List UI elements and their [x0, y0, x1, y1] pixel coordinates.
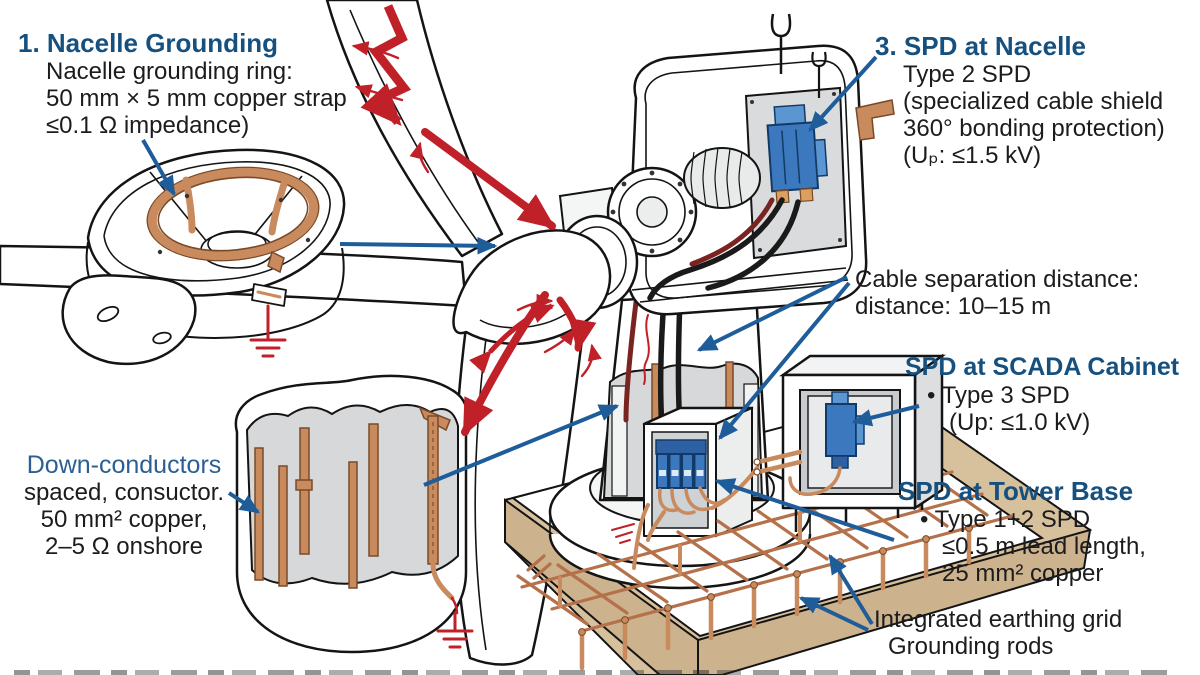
nacelle-cable-red	[689, 197, 775, 267]
arrow-to-scada-spd	[851, 404, 920, 427]
annotation-earthing: Integrated earthing grid Grounding rods	[874, 606, 1122, 660]
annotation-spd-tower-base: SPD at Tower Base • Type 1+2 SPD ≤0.5 m …	[898, 476, 1146, 587]
rotor-blade-up	[325, 0, 504, 258]
annotation-cable-separation: Cable separation distance: distance: 10–…	[855, 266, 1139, 320]
leader-arrows	[141, 55, 920, 632]
down-conductor-strips	[254, 406, 451, 589]
annotation-line: 50 mm² copper,	[40, 506, 208, 533]
annotation-line: Integrated earthing grid	[874, 606, 1123, 633]
annotation-line: Cable separation distance:	[855, 266, 1140, 293]
annotation-line: (specialized cable shield	[903, 88, 1164, 115]
power-cable-red	[623, 299, 639, 423]
tower-section-inset	[234, 374, 474, 654]
annotation-line: Nacelle grounding ring:	[46, 58, 293, 85]
nose-cone-inset	[61, 274, 197, 366]
arrow-to-grounding-rods	[828, 553, 874, 626]
annotation-title: 1. Nacelle Grounding	[18, 28, 279, 58]
annotation-title: SPD at SCADA Cabinet	[905, 353, 1180, 381]
arrow-to-tower-cables	[696, 275, 848, 352]
annotation-line: 360° bonding protection)	[903, 115, 1165, 142]
arrow-inset-to-tower-base	[423, 404, 620, 487]
annotation-line: ≤0.5 m lead length,	[942, 533, 1146, 560]
copper-grounding-ring	[146, 166, 320, 262]
arrow-to-base-spd-from-base-label	[714, 478, 895, 542]
tower-base-spd-cabinet	[611, 406, 759, 544]
annotation-line: spaced, consuctor.	[23, 479, 225, 506]
nacelle-cable	[705, 199, 801, 291]
bonding-bracket	[855, 99, 895, 141]
annotation-line: 25 mm² copper	[942, 560, 1104, 587]
annotation-line: 50 mm × 5 mm copper strap	[46, 85, 347, 112]
annotation-spd-nacelle: 3. SPD at Nacelle Type 2 SPD (specialize…	[875, 31, 1165, 169]
annotation-line: Type 2 SPD	[903, 61, 1032, 88]
spd-type1-2-modules	[656, 453, 707, 489]
ground-mark-tower-base	[611, 523, 635, 544]
arrow-to-earthing-grid	[798, 596, 869, 632]
arrow-to-base-spd-from-cable-label	[718, 281, 851, 440]
arrow-to-grounding-ring	[141, 139, 176, 197]
annotation-title: 3. SPD at Nacelle	[875, 31, 1086, 61]
lightning-strike	[351, 4, 602, 437]
current-arrow-hub-right	[556, 296, 597, 353]
arrow-to-down-conductors	[227, 491, 261, 514]
nacelle-grounding-ring-inset	[61, 148, 346, 366]
nacelle	[558, 13, 895, 316]
lifting-hooks	[770, 13, 827, 98]
annotation-nacelle-grounding: 1. Nacelle Grounding Nacelle grounding r…	[18, 28, 347, 139]
nacelle-cable	[647, 197, 785, 301]
annotation-spd-scada: SPD at SCADA Cabinet • Type 3 SPD (Up: ≤…	[905, 352, 1179, 436]
generator	[683, 147, 761, 209]
inner-wire-red	[643, 314, 650, 385]
annotation-line: • Type 3 SPD	[927, 382, 1070, 409]
spd-type3-module	[825, 391, 865, 469]
annotation-down-conductors: Down-conductors spaced, consuctor. 50 mm…	[0, 451, 248, 560]
power-cable	[657, 297, 667, 429]
annotation-line: Grounding rods	[888, 633, 1054, 660]
cropped-caption-sliver	[14, 670, 1174, 675]
arrow-to-nacelle-spd	[808, 55, 878, 132]
spd-type2-module	[766, 104, 828, 204]
scada-cabinet	[753, 353, 946, 532]
current-arrow-blade	[421, 128, 556, 230]
annotation-line: 2–5 Ω onshore	[44, 533, 204, 560]
annotation-line: • Type 1+2 SPD	[920, 506, 1091, 533]
annotation-title: SPD at Tower Base	[898, 476, 1134, 506]
annotation-title: Down-conductors	[26, 451, 222, 479]
annotation-line: distance: 10–15 m	[855, 293, 1052, 320]
annotation-line: ≤0.1 Ω impedance)	[46, 112, 250, 139]
annotation-line: (Uₚ: ≤1.5 kV)	[903, 142, 1042, 169]
arrow-inset-to-hub	[339, 236, 498, 255]
ground-symbol-nacelle-ring	[249, 304, 287, 358]
annotation-line: (Up: ≤1.0 kV)	[949, 409, 1091, 436]
